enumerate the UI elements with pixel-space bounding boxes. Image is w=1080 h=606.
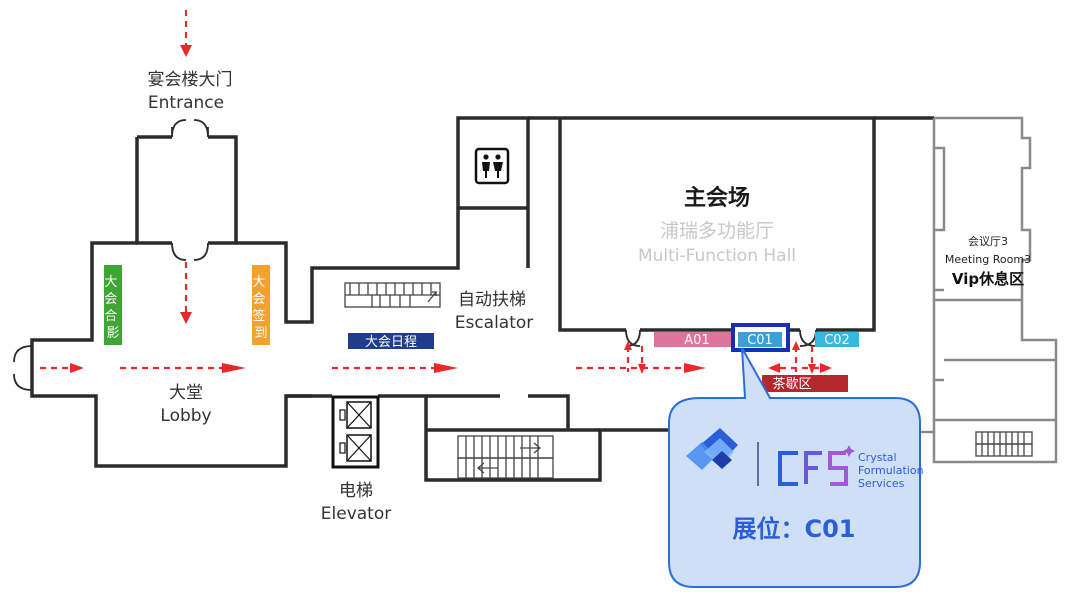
svg-text:大会日程: 大会日程 bbox=[365, 335, 417, 350]
lobby-label-cn: 大堂 bbox=[169, 383, 203, 403]
cfs-logo-icon bbox=[778, 445, 855, 486]
left-building-walls bbox=[30, 116, 672, 482]
restroom-icon bbox=[474, 147, 510, 185]
lobby-label-en: Lobby bbox=[160, 406, 211, 426]
stairs-icon bbox=[457, 435, 554, 479]
flow-arrows bbox=[40, 10, 832, 374]
entrance-label-en: Entrance bbox=[148, 93, 224, 113]
escalator-label-cn: 自动扶梯 bbox=[458, 290, 526, 310]
main-hall-name-en: Multi-Function Hall bbox=[638, 246, 796, 266]
booth-a01[interactable]: A01 bbox=[654, 332, 740, 348]
svg-text:C01: C01 bbox=[747, 333, 773, 348]
main-hall-title: 主会场 bbox=[684, 185, 750, 211]
elevator-label-en: Elevator bbox=[321, 504, 391, 524]
meeting-room-cn: 会议厅3 bbox=[968, 235, 1008, 248]
svg-text:茶歇区: 茶歇区 bbox=[772, 376, 811, 392]
entrance-label-cn: 宴会楼大门 bbox=[148, 70, 233, 90]
escalator-label-en: Escalator bbox=[455, 313, 534, 333]
schedule-board: 大会日程 bbox=[348, 333, 434, 350]
main-hall-name-cn: 浦瑞多功能厅 bbox=[660, 220, 774, 242]
sign-in-label: 大 会 签 到 bbox=[252, 275, 269, 341]
svg-text:A01: A01 bbox=[684, 333, 709, 348]
photo-zone-marker: 大 会 合 影 bbox=[104, 265, 122, 345]
escalator-icon bbox=[344, 282, 441, 308]
tea-break-zone: 茶歇区 bbox=[762, 375, 848, 392]
company-logo-icon bbox=[686, 428, 738, 470]
callout-booth-text: 展位：C01 bbox=[732, 515, 855, 543]
svg-text:C02: C02 bbox=[824, 333, 850, 348]
booth-callout: Crystal Formulation Services 展位：C01 bbox=[668, 347, 924, 588]
logo-text-line2: Formulation bbox=[858, 464, 924, 477]
booth-c02[interactable]: C02 bbox=[815, 332, 859, 348]
vip-lounge-label: Vip休息区 bbox=[952, 270, 1024, 288]
booth-c01[interactable]: C01 bbox=[731, 323, 790, 352]
right-stairs-icon bbox=[975, 431, 1033, 457]
logo-text-line1: Crystal bbox=[858, 451, 897, 464]
meeting-room-en: Meeting Room3 bbox=[945, 253, 1031, 266]
elevator-label-cn: 电梯 bbox=[339, 481, 373, 501]
elevator-icon bbox=[331, 395, 380, 469]
logo-text-line3: Services bbox=[858, 477, 905, 490]
sign-in-marker: 大 会 签 到 bbox=[252, 265, 270, 345]
photo-zone-label: 大 会 合 影 bbox=[104, 275, 121, 341]
